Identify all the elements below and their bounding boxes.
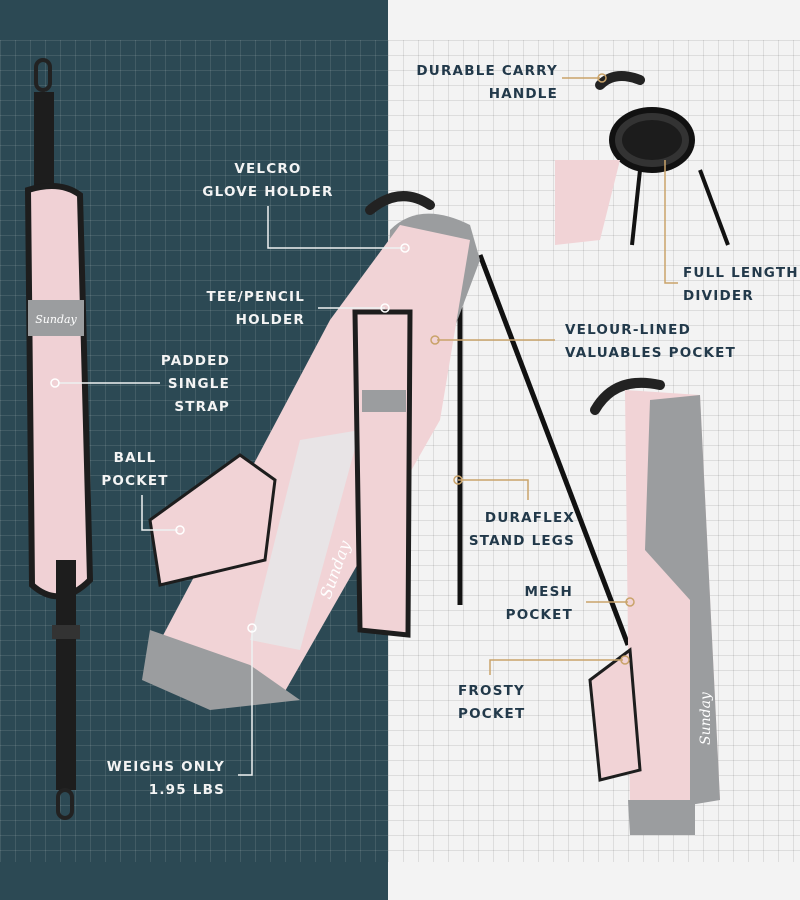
label-ball-pocket: BALL POCKET — [90, 447, 180, 493]
label-line: VALUABLES POCKET — [565, 345, 737, 361]
top-view-image — [555, 71, 730, 246]
padded-strap-image: Sunday — [24, 58, 94, 820]
label-line: GLOVE HOLDER — [202, 184, 334, 200]
label-legs: DURAFLEX STAND LEGS — [469, 507, 575, 553]
light-panel — [388, 0, 800, 900]
label-line: DURAFLEX — [484, 510, 575, 526]
label-strap: PADDED SINGLE STRAP — [161, 350, 230, 419]
label-mesh: MESH POCKET — [506, 581, 573, 627]
label-line: BALL — [113, 450, 157, 466]
label-weight: WEIGHS ONLY 1.95 LBS — [107, 756, 225, 802]
label-carry-handle: DURABLE CARRY HANDLE — [416, 60, 558, 106]
label-line: DURABLE CARRY — [416, 63, 558, 79]
leader-lines — [50, 73, 678, 776]
side-bag-image: Sunday — [588, 377, 720, 835]
label-line: FULL LENGTH — [683, 265, 799, 281]
label-line: POCKET — [505, 607, 573, 623]
label-line: VELOUR-LINED — [565, 322, 691, 338]
label-line: DIVIDER — [683, 288, 754, 304]
svg-text:Sunday: Sunday — [35, 313, 77, 326]
label-valuables: VELOUR-LINED VALUABLES POCKET — [565, 319, 736, 365]
main-bag-image: Sunday — [142, 191, 631, 710]
label-line: POCKET — [458, 706, 526, 722]
label-divider: FULL LENGTH DIVIDER — [683, 262, 799, 308]
label-line: 1.95 LBS — [148, 782, 225, 798]
label-glove-holder: VELCRO GLOVE HOLDER — [198, 158, 338, 204]
label-line: SINGLE — [167, 376, 230, 392]
svg-text:Sunday: Sunday — [698, 691, 714, 745]
label-line: STRAP — [174, 399, 230, 415]
label-line: FROSTY — [458, 683, 526, 699]
label-line: STAND LEGS — [468, 533, 575, 549]
label-line: VELCRO — [234, 161, 302, 177]
label-line: TEE/PENCIL — [206, 289, 305, 305]
label-frosty: FROSTY POCKET — [458, 680, 525, 726]
label-tee-holder: TEE/PENCIL HOLDER — [206, 286, 305, 332]
label-line: MESH — [524, 584, 573, 600]
label-line: HOLDER — [235, 312, 305, 328]
label-line: WEIGHS ONLY — [106, 759, 225, 775]
label-line: POCKET — [101, 473, 169, 489]
label-line: PADDED — [160, 353, 230, 369]
label-line: HANDLE — [488, 86, 558, 102]
